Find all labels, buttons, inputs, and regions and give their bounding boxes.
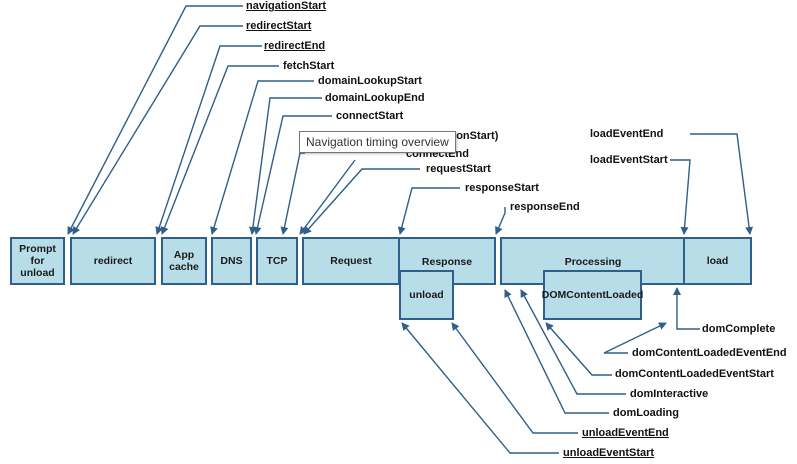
- arrow-fetch-start: [160, 65, 279, 235]
- label-dom-loading: domLoading: [613, 407, 679, 419]
- arrow-unload-event-start: [401, 322, 559, 454]
- label-dcl-event-end: domContentLoadedEventEnd: [632, 347, 787, 359]
- dns-box: DNS: [211, 237, 252, 285]
- arrow-navigation-start: [67, 5, 243, 235]
- arrow-redirect-end: [155, 45, 262, 235]
- label-unload-event-end: unloadEventEnd: [582, 427, 669, 439]
- request-box: Request: [302, 237, 400, 285]
- unload-box: unload: [399, 270, 454, 320]
- label-response-end: responseEnd: [510, 201, 580, 213]
- dom-content-loaded-box: DOMContentLoaded: [542, 270, 643, 320]
- label-redirect-end: redirectEnd: [264, 40, 326, 52]
- load-box: load: [683, 237, 752, 285]
- label-navigation-start: navigationStart: [246, 0, 327, 12]
- arrow-domain-lookup-end: [248, 97, 322, 235]
- arrow-redirect-start: [72, 25, 243, 235]
- arrow-dcl-event-end: [603, 322, 667, 354]
- prompt-for-unload-box: Prompt for unload: [10, 237, 65, 285]
- arrow-connect-end: [280, 152, 305, 235]
- arrow-unload-event-end: [451, 322, 578, 434]
- app-cache-box: App cache: [161, 237, 207, 285]
- arrow-dom-complete: [673, 287, 700, 330]
- arrow-dom-loading: [504, 289, 609, 414]
- label-fetch-start: fetchStart: [283, 60, 335, 72]
- label-redirect-start: redirectStart: [246, 20, 312, 32]
- arrow-domain-lookup-start: [210, 80, 314, 235]
- arrow-load-event-start: [670, 159, 691, 235]
- label-dom-interactive: domInteractive: [630, 388, 709, 400]
- arrow-secure-connection: [299, 159, 356, 235]
- arrow-dcl-event-start: [545, 322, 612, 376]
- label-load-event-start: loadEventStart: [590, 154, 668, 166]
- label-dcl-event-start: domContentLoadedEventStart: [615, 368, 774, 380]
- arrow-dom-interactive: [520, 289, 626, 395]
- label-response-start: responseStart: [465, 182, 539, 194]
- label-unload-event-start: unloadEventStart: [563, 447, 655, 459]
- arrow-request-start: [303, 168, 420, 235]
- label-domain-lookup-start: domainLookupStart: [318, 75, 422, 87]
- redirect-box: redirect: [70, 237, 156, 285]
- arrow-load-event-end: [690, 133, 754, 235]
- label-request-start: requestStart: [426, 163, 491, 175]
- label-dom-complete: domComplete: [702, 323, 776, 335]
- label-domain-lookup-end: domainLookupEnd: [325, 92, 425, 104]
- tooltip: Navigation timing overview: [299, 131, 456, 153]
- arrow-response-start: [397, 187, 460, 235]
- label-load-event-end: loadEventEnd: [590, 128, 664, 140]
- arrow-connect-start: [253, 115, 332, 235]
- label-connect-start: connectStart: [336, 110, 404, 122]
- tcp-box: TCP: [256, 237, 298, 285]
- arrow-response-end: [495, 207, 506, 235]
